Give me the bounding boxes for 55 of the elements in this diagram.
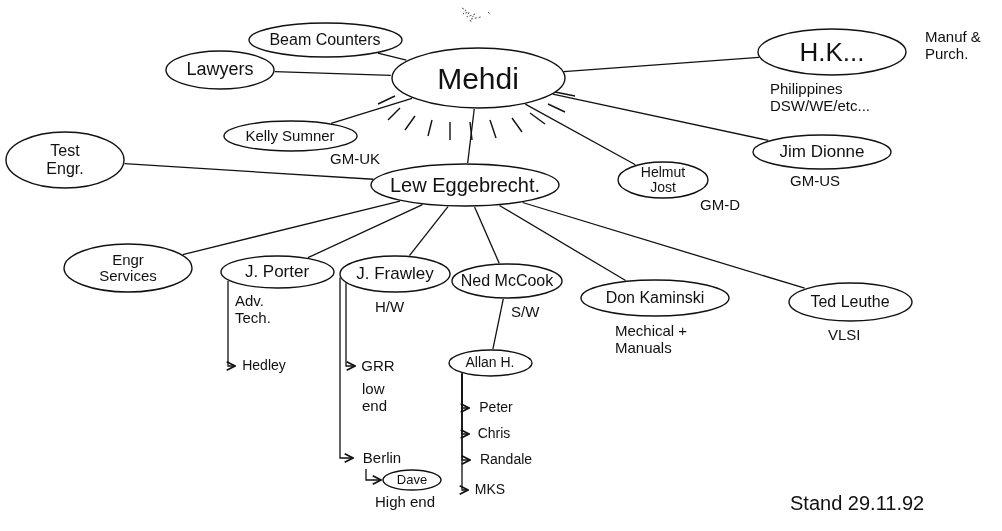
role-note: GM-D [700,196,740,214]
connector-line [563,56,760,73]
name-ellipse: Beam Counters [247,22,403,58]
name-ellipse: Engr Services [63,243,193,293]
role-note: Adv. Tech. [235,292,272,327]
role-note: VLSI [828,326,861,344]
name-ellipse: Ted Leuthe [787,282,913,322]
role-note: Philippines DSW/WE/etc... [770,80,871,115]
role-note: Mechical + Manuals [615,322,689,357]
elbow-arrow [458,372,469,495]
name-ellipse: Helmut Jost [617,161,709,199]
role-note: H/W [375,298,405,316]
connector-line [307,204,424,259]
connector-line [524,103,637,166]
name-ellipse: J. Porter [219,255,335,289]
name-ellipse: Test Engr. [5,131,125,189]
role-note: High end [375,493,436,511]
elbow-arrow [365,468,382,485]
connector-line [408,206,449,257]
name-text: Chris [470,424,518,444]
name-ellipse: Jim Dionne [752,134,892,170]
role-note: S/W [511,303,540,321]
connector-line [330,97,413,124]
connector-line [521,201,806,289]
name-ellipse: Mehdi [390,47,566,109]
name-ellipse: Allan H. [447,349,533,377]
name-ellipse: Don Kaminski [580,279,730,317]
name-text: MKS [469,480,511,500]
name-text: Randale [471,450,541,470]
name-ellipse: J. Frawley [339,255,451,293]
connector-line [123,163,374,180]
date-note: Stand 29.11.92 [790,492,925,515]
connector-line [377,52,407,61]
name-ellipse: Lawyers [165,50,275,90]
name-text: GRR [356,355,400,377]
connector-line [552,93,769,142]
name-ellipse: H.K... [757,28,907,76]
name-ellipse: Ned McCook [451,263,563,299]
name-text: Berlin [354,447,410,469]
connector-line [492,298,504,350]
connector-line [467,108,475,164]
name-text: Hedley [236,355,292,377]
elbow-arrow [345,282,356,371]
connector-line [473,206,500,264]
connector-line [182,200,401,256]
name-ellipse: Lew Eggebrecht. [370,163,560,207]
connector-line [498,204,627,282]
role-note: Manuf & Purch. [925,28,982,63]
name-text: Peter [470,398,522,418]
name-ellipse: Dave [382,469,442,491]
elbow-arrow [225,280,236,371]
name-ellipse: Kelly Sumner [222,120,358,152]
connector-line [274,71,392,76]
role-note: low end [362,380,389,415]
role-note: GM-US [790,172,840,190]
